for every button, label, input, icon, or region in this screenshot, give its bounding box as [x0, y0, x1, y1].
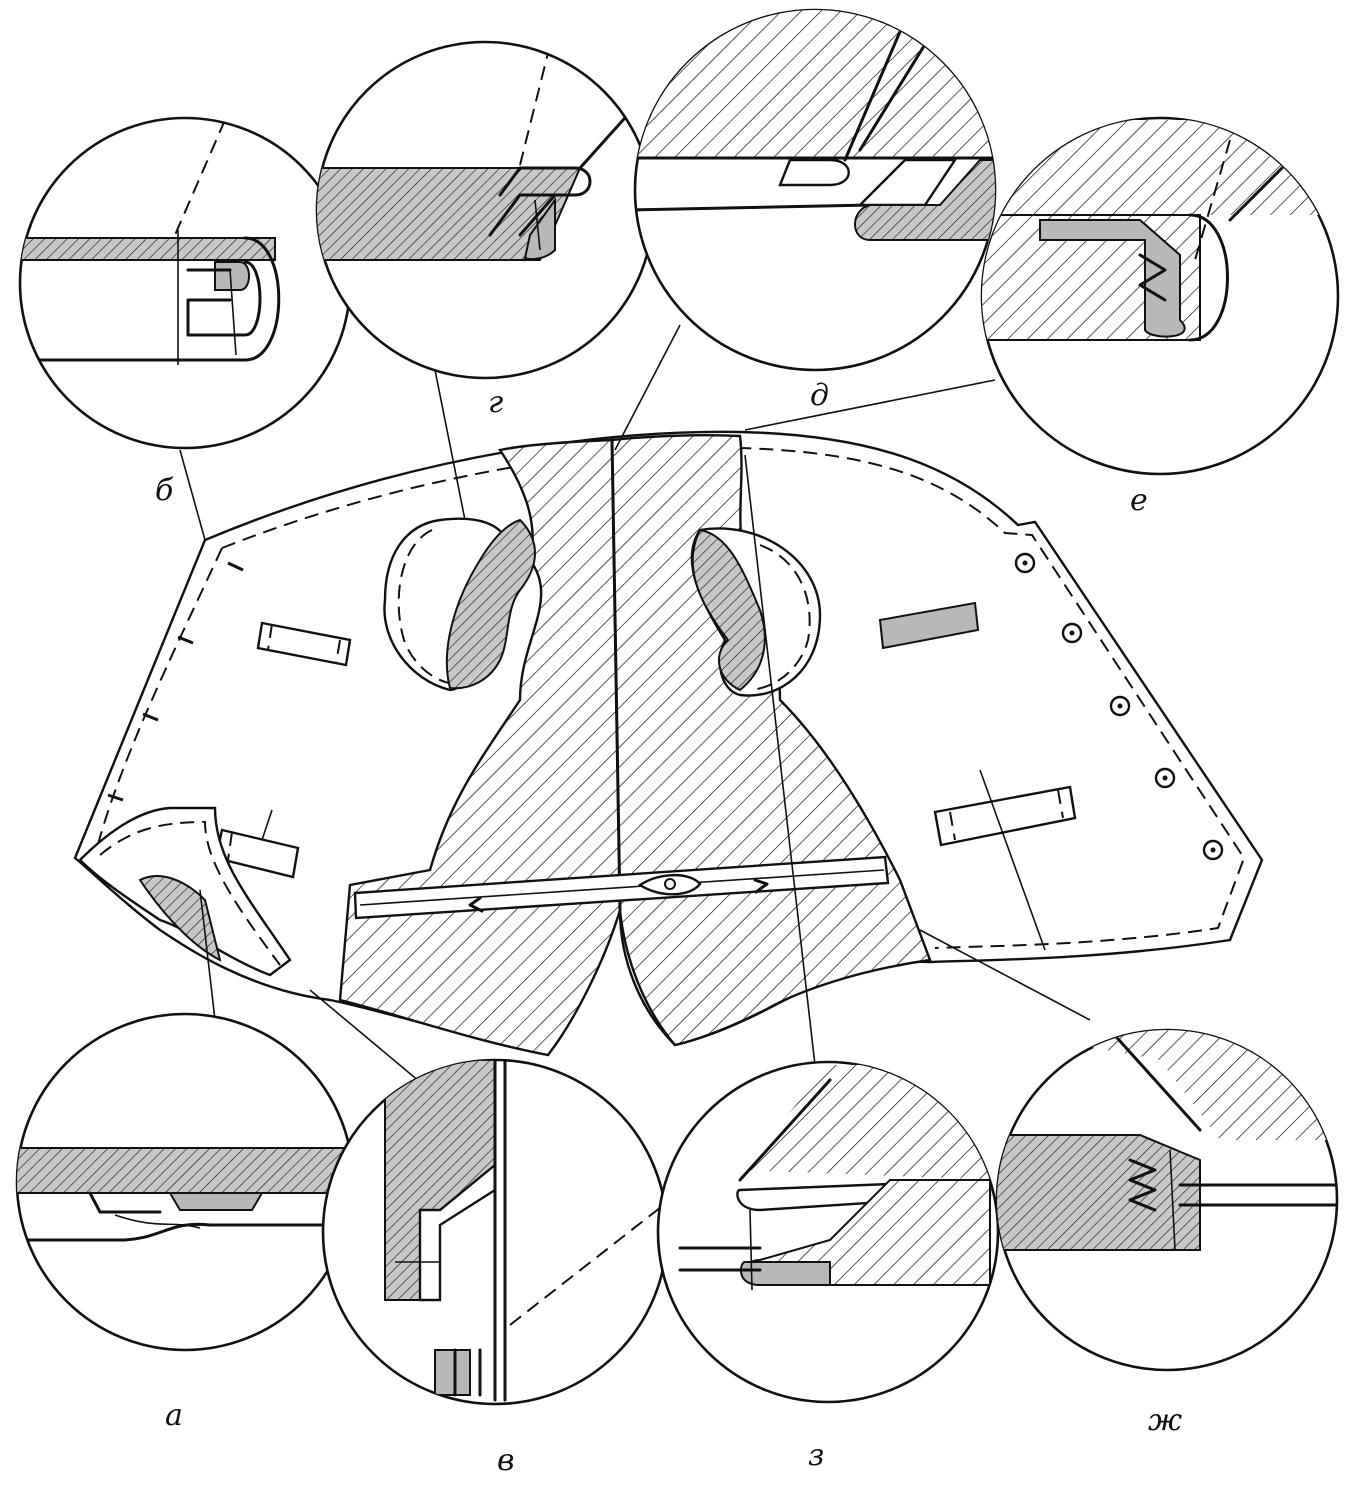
welt-pocket-right-lower	[933, 785, 1077, 847]
detail-circle-zh	[995, 1028, 1339, 1372]
dart-line-right	[979, 769, 1046, 951]
detail-circle-e	[980, 116, 1340, 476]
button-icon	[1014, 552, 1224, 861]
label-e: е	[1130, 483, 1148, 518]
belt-arrow-left	[468, 896, 484, 913]
label-g: г	[488, 385, 503, 420]
dart-line-left	[261, 809, 273, 841]
detail-circle-b	[18, 116, 352, 450]
welt-pocket-left-upper	[256, 621, 352, 667]
label-b: б	[155, 473, 174, 508]
detail-circle-z	[656, 1060, 1000, 1404]
center-seam	[610, 438, 622, 912]
stitch-line-left	[94, 547, 223, 856]
leader-lines	[179, 324, 1091, 1083]
labels: б г д е а в з ж	[155, 378, 1182, 1478]
detail-circle-g	[315, 40, 655, 380]
corner-facing-stitch	[99, 820, 281, 966]
needle-icon	[637, 873, 702, 896]
label-a: а	[165, 1398, 183, 1433]
armhole-right-stitch	[749, 544, 811, 691]
detail-circle-d	[633, 8, 997, 372]
label-z: з	[808, 1438, 824, 1473]
armhole-left-stitch	[397, 529, 456, 685]
label-v: в	[497, 1443, 514, 1478]
detail-circle-v	[321, 1058, 669, 1406]
welt-pocket-right-upper	[878, 601, 980, 650]
garment-main	[73, 430, 1264, 1057]
belt-arrow-right	[753, 878, 769, 894]
label-zh: ж	[1148, 1403, 1182, 1438]
label-d: д	[810, 378, 829, 413]
corner-lining	[138, 875, 222, 962]
belt-inner-line	[359, 869, 885, 906]
detail-circle-a	[15, 1012, 355, 1352]
armhole-right-lining	[691, 528, 766, 692]
stitch-line-outer	[221, 446, 1246, 949]
armhole-left-lining	[445, 518, 536, 690]
